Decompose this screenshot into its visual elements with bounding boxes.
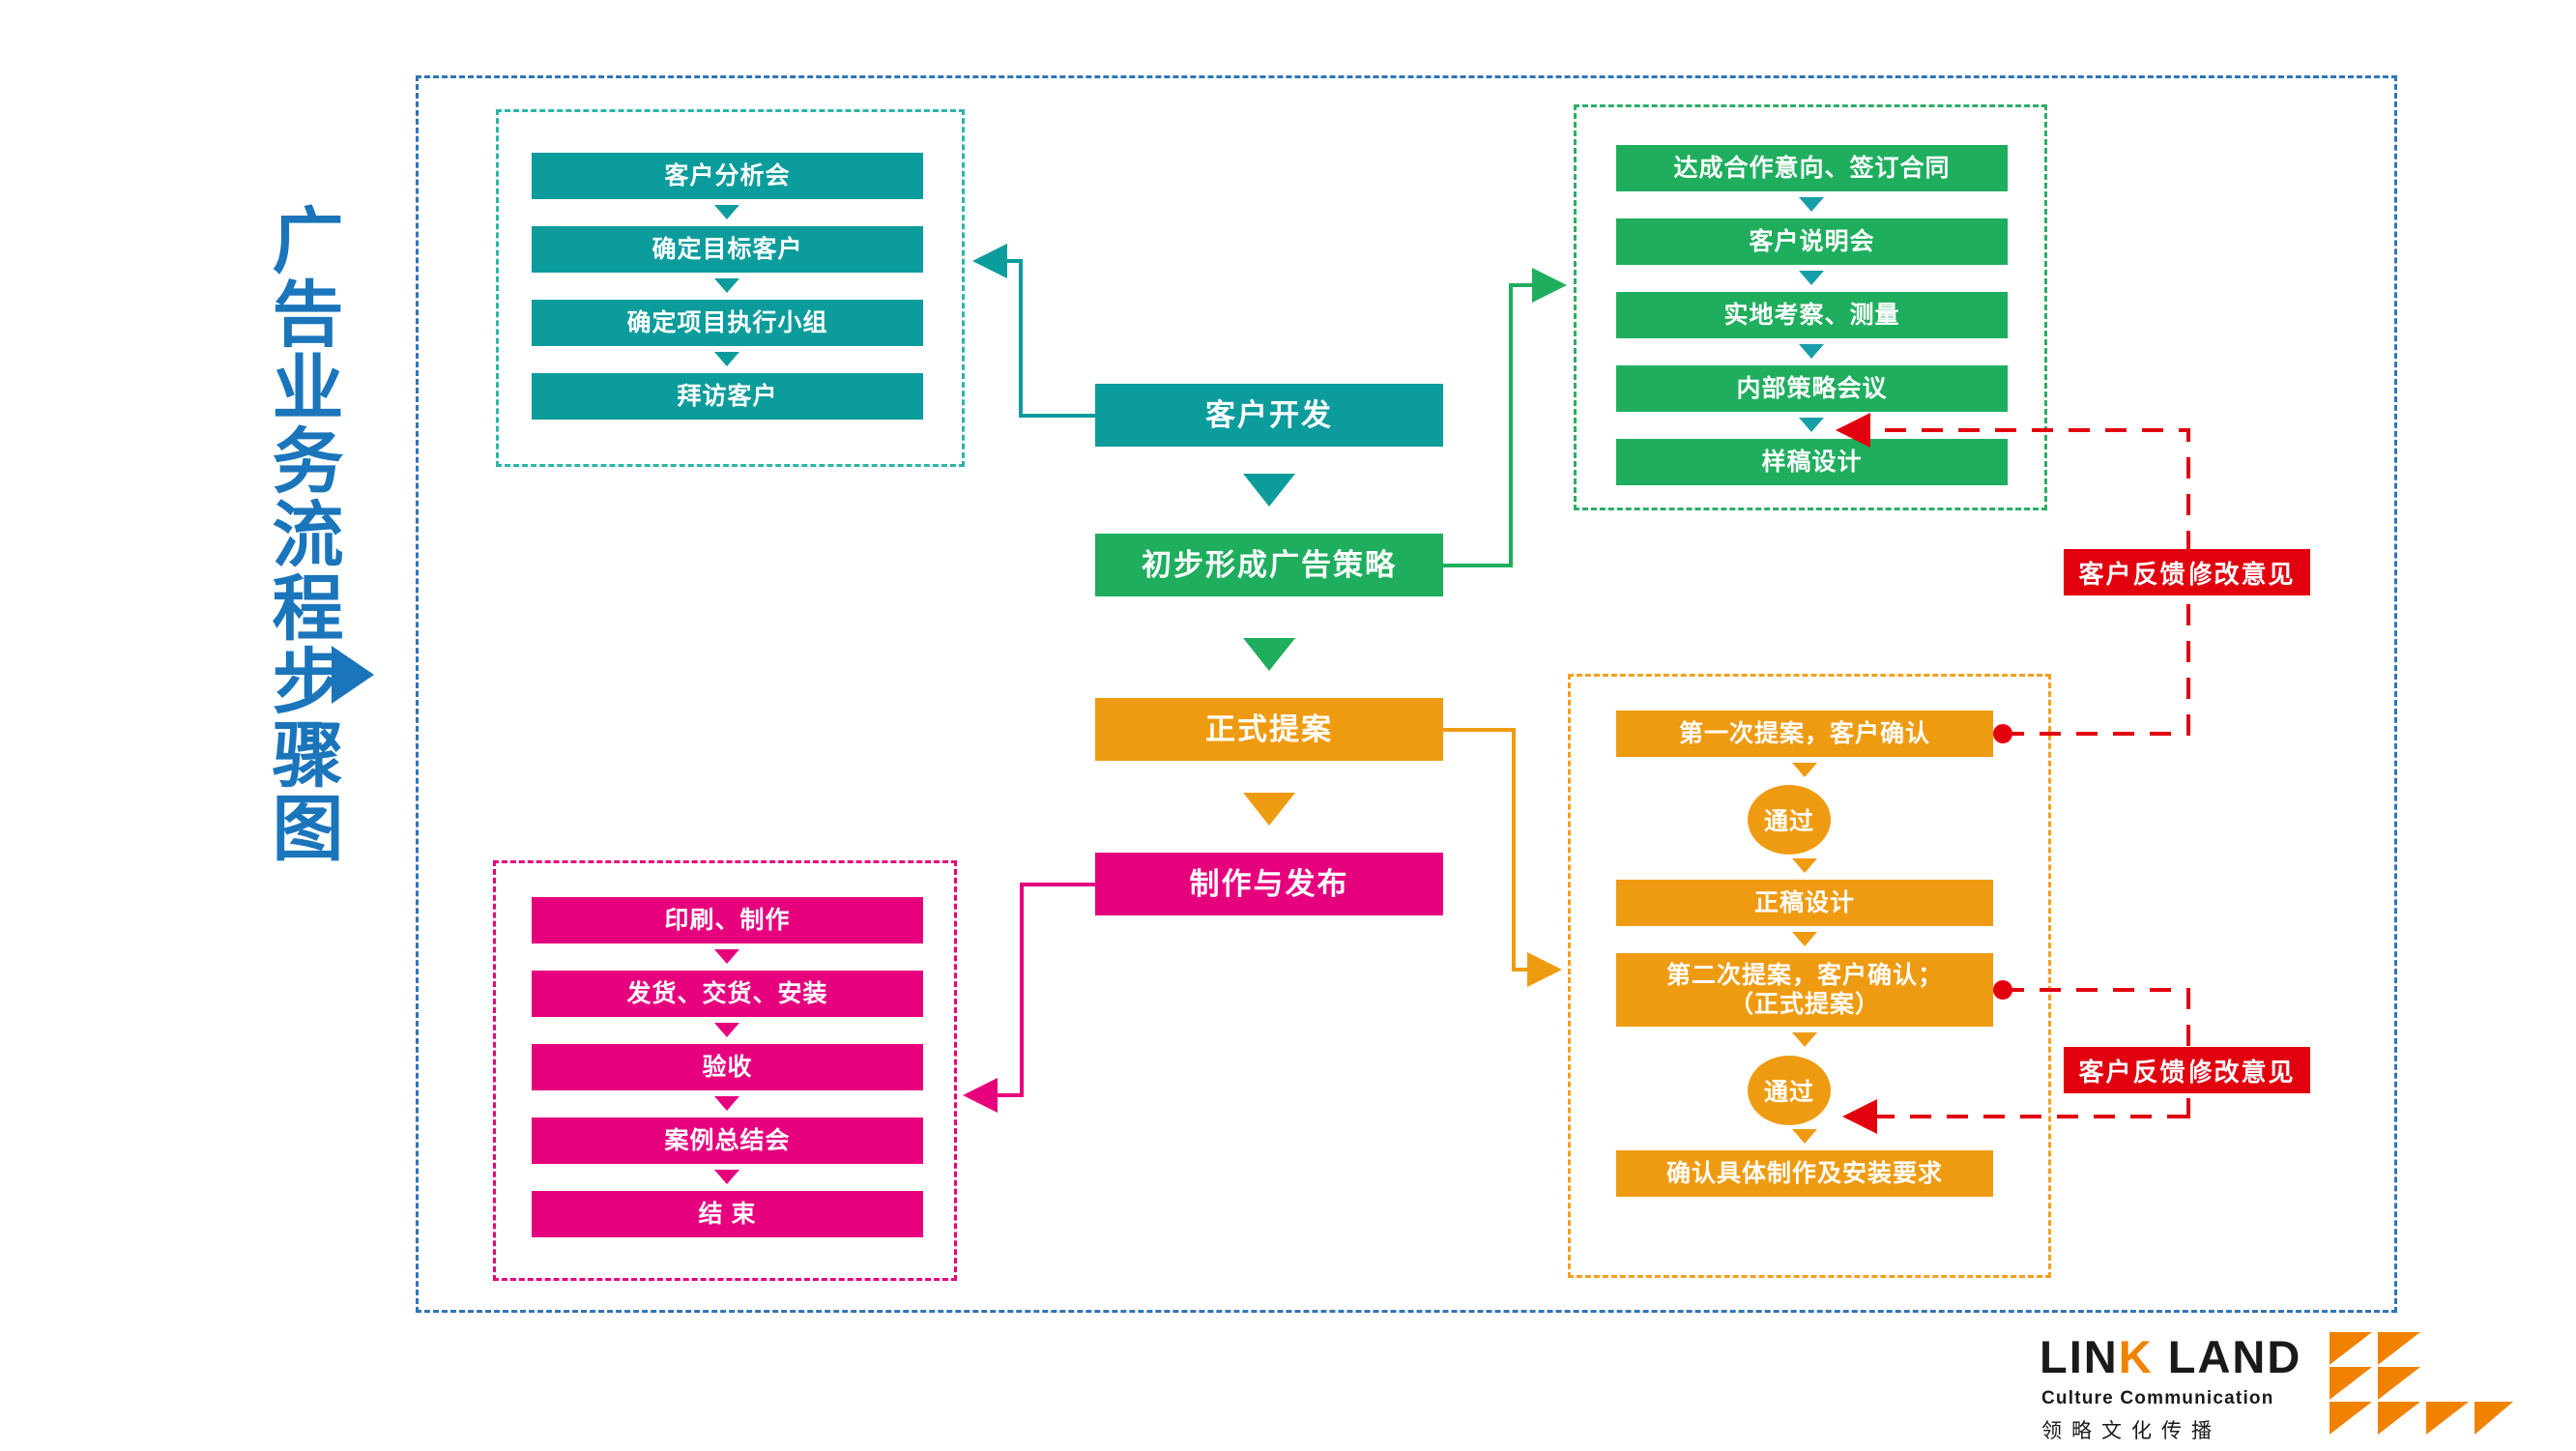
arrow-down-icon bbox=[714, 1096, 739, 1111]
feedback-label-2: 客户反馈修改意见 bbox=[2064, 1047, 2310, 1093]
arrow-down-icon bbox=[1799, 344, 1824, 359]
green-step-2[interactable]: 客户说明会 bbox=[1616, 218, 2008, 265]
logo-word-right: LAND bbox=[2153, 1331, 2302, 1382]
spine-step-customer-development[interactable]: 客户开发 bbox=[1095, 384, 1443, 447]
arrow-down-icon bbox=[1792, 858, 1817, 873]
arrow-down-icon bbox=[1243, 474, 1295, 507]
arrow-down-icon bbox=[714, 278, 739, 293]
arrow-down-icon bbox=[1792, 932, 1817, 946]
teal-step-2[interactable]: 确定目标客户 bbox=[532, 226, 923, 273]
logo-word-left: LIN bbox=[2040, 1331, 2119, 1382]
green-step-4[interactable]: 内部策略会议 bbox=[1616, 365, 2008, 412]
green-step-5[interactable]: 样稿设计 bbox=[1616, 439, 2008, 485]
arrow-down-icon bbox=[714, 1170, 739, 1184]
orange-step-first-proposal[interactable]: 第一次提案，客户确认 bbox=[1616, 711, 1993, 757]
spine-step-strategy[interactable]: 初步形成广告策略 bbox=[1095, 534, 1443, 596]
orange-gate-pass-1[interactable]: 通过 bbox=[1748, 785, 1831, 855]
orange-group-frame bbox=[1568, 674, 2051, 1278]
magenta-step-1[interactable]: 印刷、制作 bbox=[532, 897, 923, 943]
arrow-down-icon bbox=[1792, 1032, 1817, 1047]
orange-gate-pass-2[interactable]: 通过 bbox=[1748, 1056, 1831, 1125]
play-triangle-icon bbox=[332, 646, 374, 704]
magenta-step-4[interactable]: 案例总结会 bbox=[532, 1117, 923, 1164]
orange-step-second-proposal[interactable]: 第二次提案，客户确认； （正式提案） bbox=[1616, 953, 1993, 1027]
page-title: 广告业务流程步骤图 bbox=[262, 203, 342, 864]
green-step-1[interactable]: 达成合作意向、签订合同 bbox=[1616, 145, 2008, 191]
magenta-group-frame bbox=[493, 860, 957, 1281]
green-group-frame bbox=[1574, 104, 2047, 510]
arrow-down-icon bbox=[714, 1023, 739, 1037]
green-step-3[interactable]: 实地考察、测量 bbox=[1616, 292, 2008, 338]
company-logo: LINK LAND Culture Communication 领略文化传播 bbox=[2040, 1332, 2513, 1442]
arrow-down-icon bbox=[714, 949, 739, 964]
arrow-down-icon bbox=[1799, 418, 1824, 432]
arrow-down-icon bbox=[1792, 1129, 1817, 1144]
arrow-down-icon bbox=[1243, 793, 1295, 826]
orange-step-confirm-requirements[interactable]: 确认具体制作及安装要求 bbox=[1616, 1150, 1993, 1197]
arrow-down-icon bbox=[1243, 638, 1295, 671]
orange-step-final-design[interactable]: 正稿设计 bbox=[1616, 880, 1993, 926]
arrow-down-icon bbox=[714, 205, 739, 219]
magenta-step-5[interactable]: 结 束 bbox=[532, 1191, 923, 1237]
arrow-down-icon bbox=[1792, 763, 1817, 777]
arrow-down-icon bbox=[714, 352, 739, 366]
spine-step-formal-proposal[interactable]: 正式提案 bbox=[1095, 698, 1443, 761]
logo-wordmark: LINK LAND bbox=[2040, 1334, 2301, 1379]
teal-group-frame bbox=[496, 109, 965, 467]
teal-step-1[interactable]: 客户分析会 bbox=[532, 153, 923, 199]
magenta-step-3[interactable]: 验收 bbox=[532, 1044, 923, 1090]
magenta-step-2[interactable]: 发货、交货、安装 bbox=[532, 971, 923, 1017]
teal-step-4[interactable]: 拜访客户 bbox=[532, 373, 923, 420]
logo-word-k: K bbox=[2118, 1331, 2154, 1382]
logo-tagline: Culture Communication bbox=[2041, 1388, 2274, 1408]
spine-step-production-release[interactable]: 制作与发布 bbox=[1095, 853, 1443, 915]
outer-boundary-frame bbox=[416, 75, 2397, 1313]
arrow-down-icon bbox=[1799, 197, 1824, 212]
logo-triangle-mark bbox=[2330, 1332, 2513, 1435]
teal-step-3[interactable]: 确定项目执行小组 bbox=[532, 300, 923, 346]
feedback-label-1: 客户反馈修改意见 bbox=[2064, 549, 2310, 595]
arrow-down-icon bbox=[1799, 271, 1824, 285]
logo-chinese-name: 领略文化传播 bbox=[2041, 1420, 2221, 1442]
